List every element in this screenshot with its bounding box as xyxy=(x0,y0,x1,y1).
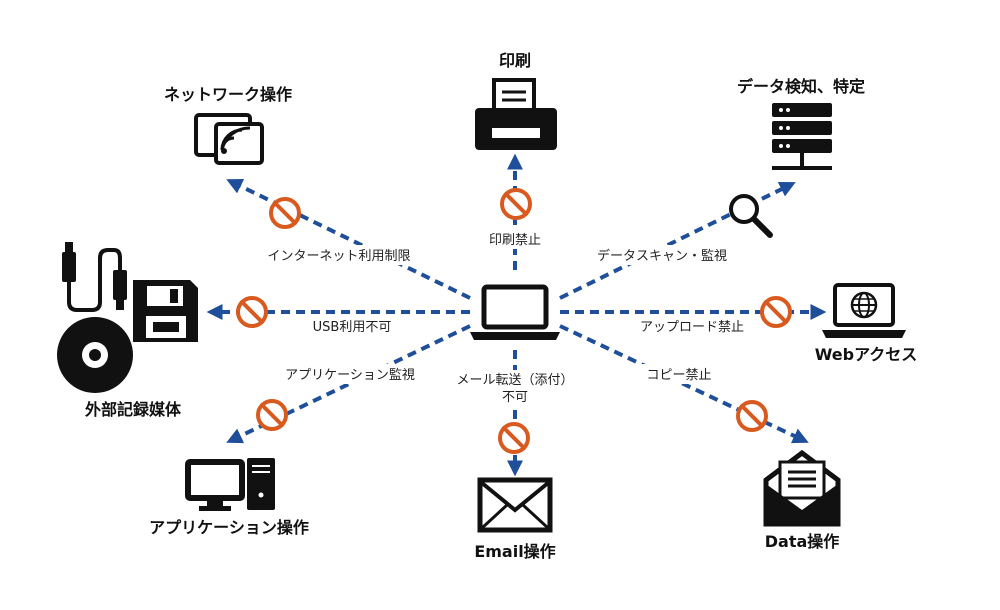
node-label-application: アプリケーション操作 xyxy=(149,518,309,537)
node-label-media: 外部記録媒体 xyxy=(84,400,182,419)
edge-label-application: アプリケーション監視 xyxy=(285,367,415,383)
prohibit-icon xyxy=(736,400,768,432)
envelope-icon xyxy=(477,477,553,533)
node-label-data-detect: データ検知、特定 xyxy=(737,77,865,96)
edge-label-web: アップロード禁止 xyxy=(640,320,744,335)
globe-icon xyxy=(850,291,878,319)
prohibit-icon xyxy=(760,296,792,328)
prohibit-icon xyxy=(236,296,268,328)
network-monitor-icon xyxy=(194,113,264,165)
web-laptop-icon xyxy=(822,283,906,338)
node-label-data-op: Data操作 xyxy=(765,532,840,551)
printer-icon xyxy=(475,78,557,150)
edge-label-data-detect: データスキャン・監視 xyxy=(597,248,727,264)
edge-labels: 印刷禁止 インターネット利用制限 データスキャン・監視 USB利用不可 アップロ… xyxy=(255,229,751,406)
edge-label-network: インターネット利用制限 xyxy=(267,249,410,264)
edge-label-email-line2: 不可 xyxy=(502,390,528,405)
prohibit-icon xyxy=(500,188,532,220)
node-label-email: Email操作 xyxy=(474,542,555,561)
server-icon xyxy=(772,103,832,170)
laptop-icon xyxy=(470,284,560,340)
floppy-disk-icon xyxy=(133,280,198,342)
usb-cable-icon xyxy=(62,242,127,312)
open-envelope-icon xyxy=(763,449,841,527)
magnifier-icon xyxy=(729,194,773,238)
node-label-network: ネットワーク操作 xyxy=(164,85,292,104)
prohibit-icon xyxy=(256,399,288,431)
edge-label-media: USB利用不可 xyxy=(313,320,392,335)
desktop-pc-icon xyxy=(185,458,275,511)
node-label-print: 印刷 xyxy=(499,51,531,70)
edge-label-email-line1: メール転送（添付） xyxy=(456,373,573,388)
prohibit-icon xyxy=(498,422,530,454)
edge-label-data-op: コピー禁止 xyxy=(646,368,711,383)
prohibit-icon xyxy=(269,197,301,229)
disc-icon xyxy=(57,317,133,393)
edge-label-print: 印刷禁止 xyxy=(489,233,541,248)
arrow-network xyxy=(226,179,471,300)
node-label-web: Webアクセス xyxy=(815,345,918,364)
